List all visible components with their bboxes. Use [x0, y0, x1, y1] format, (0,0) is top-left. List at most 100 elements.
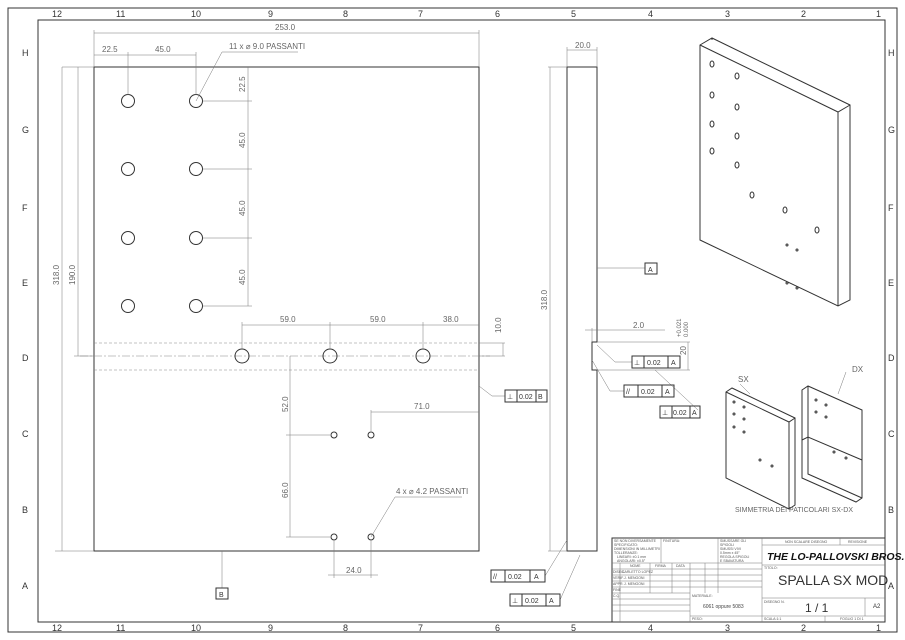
sheet-number: FOGLIO 1 DI 1 — [840, 617, 864, 621]
dim-side-hole-edge: 38.0 — [443, 315, 459, 324]
zone-label: D — [888, 353, 895, 363]
zone-label: 5 — [571, 623, 576, 633]
dim-slot-tol-lower: 0.000 — [684, 321, 690, 337]
fcf-parallelism-a: // 0.02 A — [623, 384, 675, 398]
dim-side-hole-depth: 10.0 — [494, 317, 503, 333]
fcf-tolerance: 0.02 — [508, 574, 522, 581]
symmetry-caption: SIMMETRIA DEI PATICOLARI SX-DX — [735, 507, 853, 514]
fcf-symbol: ⊥ — [662, 410, 668, 417]
fcf-datum: A — [692, 410, 697, 417]
row-role: DISEG. — [613, 570, 625, 574]
note-small-holes: 4 x ⌀ 4.2 PASSANTI — [396, 487, 468, 496]
zone-label: 1 — [876, 9, 881, 19]
sheet-format: A2 — [873, 604, 881, 610]
title-block: SE NON DIVERSAMENTE SPECIFICATO: DIMENSI… — [611, 537, 905, 623]
inner-frame — [37, 19, 886, 623]
dim-slot: 20 — [679, 346, 688, 355]
dim-side-hole-spacing: 59.0 — [370, 315, 386, 324]
dim-col-spacing: 45.0 — [155, 45, 171, 54]
general-note: LINEARI: ±0.1 mm — [617, 555, 646, 559]
fcf-perpendicularity-a-3: ⊥ 0.02 A — [509, 593, 561, 607]
title-label: TITOLO: — [764, 566, 778, 570]
no-scale-note: NON SCALARE DISEGNO — [785, 540, 827, 544]
dim-overall-height: 318.0 — [52, 264, 61, 285]
zone-label: A — [888, 581, 894, 591]
small-holes — [330, 431, 375, 541]
zone-label: D — [22, 353, 29, 363]
zone-label: 3 — [725, 9, 730, 19]
large-holes — [121, 94, 431, 364]
plate-outline — [93, 66, 480, 552]
fcf-symbol: ⊥ — [512, 598, 518, 605]
zone-label: H — [888, 48, 895, 58]
dim-row-spacing: 45.0 — [238, 269, 247, 285]
zone-label: 11 — [116, 623, 125, 633]
dim-row-spacing: 45.0 — [238, 200, 247, 216]
dim-small-holes-edge: 71.0 — [414, 402, 430, 411]
dim-side-hole-spacing: 59.0 — [280, 315, 296, 324]
side-view: 20.0 318.0 2.0 20 +0.021 0.000 A ⊥ 0.02 … — [490, 41, 701, 607]
general-note: DIMENSIONI IN MILLIMETRI — [614, 547, 660, 551]
fcf-datum: A — [671, 360, 676, 367]
row-name: J. MENGONI — [624, 576, 644, 580]
zone-rows-left: H G F E D C B A — [22, 48, 29, 591]
datum-label: B — [219, 592, 224, 599]
dim-small-holes-spacing-v: 66.0 — [281, 482, 290, 498]
edge-note: SPIGOLI — [720, 543, 734, 547]
fcf-perpendicularity-b: ⊥ 0.02 B — [504, 389, 548, 403]
fcf-datum: A — [534, 574, 539, 581]
fcf-tolerance: 0.02 — [641, 389, 655, 396]
zone-label: 12 — [52, 9, 62, 19]
hole — [121, 231, 135, 245]
zone-label: 10 — [191, 623, 201, 633]
zone-label: 1 — [876, 623, 881, 633]
zone-label: 2 — [801, 623, 806, 633]
fcf-datum: A — [665, 389, 670, 396]
dim-slot-tol-upper: +0.021 — [677, 318, 683, 337]
hole — [121, 162, 135, 176]
fcf-datum: B — [538, 394, 543, 401]
dx-label: DX — [852, 365, 864, 374]
hole — [367, 431, 375, 439]
drawing-no-label: DISEGNO N. — [764, 600, 785, 604]
fcf-symbol: // — [626, 389, 630, 396]
hole — [330, 533, 338, 541]
edge-note: SMUSSI VIVI — [720, 547, 741, 551]
outer-border — [7, 7, 898, 633]
datum-b: B — [215, 587, 229, 600]
dim-small-holes-vert: 52.0 — [281, 396, 290, 412]
zone-label: 10 — [191, 9, 201, 19]
zone-label: 8 — [343, 623, 348, 633]
zone-label: 12 — [52, 623, 62, 633]
edge-note: SMUSSARE GLI — [720, 539, 746, 543]
material-label: MATERIALE: — [692, 594, 713, 598]
sx-view: SX — [725, 375, 796, 510]
edge-note: E SBAVATURA — [720, 559, 744, 563]
zone-label: 9 — [268, 9, 273, 19]
dx-view: DX — [801, 365, 864, 503]
dim-first-col: 22.5 — [102, 45, 118, 54]
dim-thickness: 20.0 — [575, 41, 591, 50]
row-role: C.Q. — [613, 594, 620, 598]
fcf-perpendicularity-a-2: ⊥ 0.02 A — [659, 405, 701, 419]
zone-label: 4 — [648, 9, 653, 19]
zone-label: G — [22, 125, 29, 135]
row-role: FINE — [613, 588, 622, 592]
zone-label: 4 — [648, 623, 653, 633]
dim-small-holes-spacing-h: 24.0 — [346, 566, 362, 575]
zone-label: B — [888, 505, 894, 515]
zone-label: E — [22, 278, 28, 288]
dim-first-row: 22.5 — [238, 76, 247, 92]
edge-note: REGOLA SPIGOLI — [720, 555, 749, 559]
hole — [189, 162, 203, 176]
zone-label: 7 — [418, 623, 423, 633]
revision-label: REVISIONE — [848, 540, 868, 544]
fcf-symbol: ⊥ — [634, 360, 640, 367]
header-date: DATA — [676, 564, 685, 568]
weight-label: PESO: — [692, 617, 703, 621]
dim-side-height: 318.0 — [540, 289, 549, 310]
row-name: CARLETTO LOPEZ — [622, 570, 654, 574]
header-name: NOME — [630, 564, 641, 568]
zone-label: 3 — [725, 623, 730, 633]
front-view: 253.0 22.5 45.0 11 x ⌀ 9.0 PASSANTI 22.5… — [52, 23, 548, 600]
